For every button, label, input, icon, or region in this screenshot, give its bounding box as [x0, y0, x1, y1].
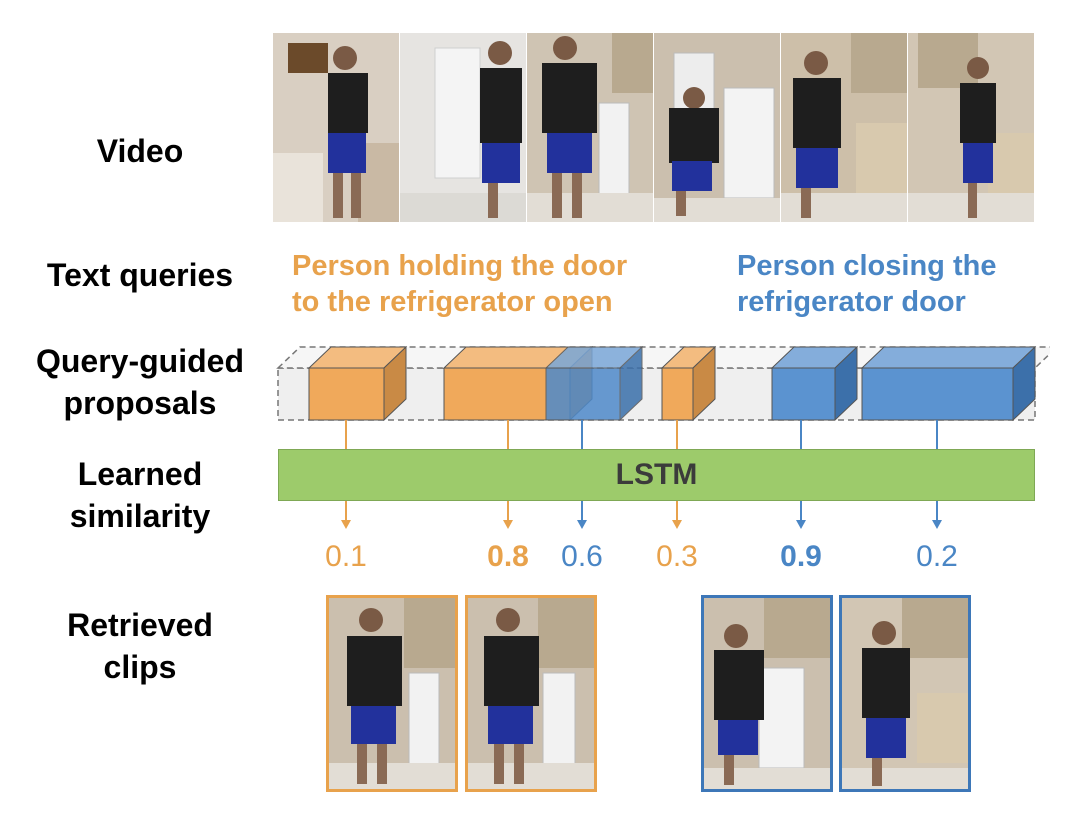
proposal-box-6 — [860, 345, 1037, 422]
label-retrieved: Retrieved clips — [67, 607, 213, 685]
label-similarity: Learned similarity — [69, 456, 211, 534]
video-frame-1 — [273, 33, 399, 222]
retrieved-clip-2 — [465, 595, 597, 792]
score-3: 0.6 — [561, 540, 603, 573]
score-5: 0.9 — [780, 540, 822, 573]
arrowhead-2 — [503, 520, 513, 529]
video-frame-3 — [527, 33, 653, 222]
score-6: 0.2 — [916, 540, 958, 573]
proposal-box-3 — [544, 345, 644, 422]
retrieved-clip-1 — [326, 595, 458, 792]
score-4: 0.3 — [656, 540, 698, 573]
proposal-box-1 — [307, 345, 408, 422]
video-frame-5 — [781, 33, 907, 222]
retrieved-clip-4 — [839, 595, 971, 792]
arrowhead-3 — [577, 520, 587, 529]
proposal-box-4 — [660, 345, 717, 422]
video-frame-4 — [654, 33, 780, 222]
video-frame-2 — [400, 33, 526, 222]
arrows — [341, 420, 942, 529]
arrowhead-6 — [932, 520, 942, 529]
arrowhead-4 — [672, 520, 682, 529]
query-orange: Person holding the door to the refrigera… — [292, 250, 628, 318]
retrieved-clip-3 — [701, 595, 833, 792]
label-video: Video — [96, 133, 184, 169]
lstm-bar: LSTM — [278, 449, 1035, 501]
proposals-diagram — [276, 345, 1050, 422]
arrowhead-1 — [341, 520, 351, 529]
label-text-queries: Text queries — [46, 257, 234, 293]
label-proposals: Query-guided proposals — [35, 343, 244, 421]
arrowhead-5 — [796, 520, 806, 529]
score-1: 0.1 — [325, 540, 367, 573]
score-2: 0.8 — [487, 540, 529, 573]
lstm-label: LSTM — [615, 458, 698, 491]
query-blue: Person closing the refrigerator door — [737, 250, 997, 318]
proposal-box-5 — [770, 345, 859, 422]
video-frame-6 — [908, 33, 1034, 222]
video-frame-strip — [273, 33, 1035, 222]
